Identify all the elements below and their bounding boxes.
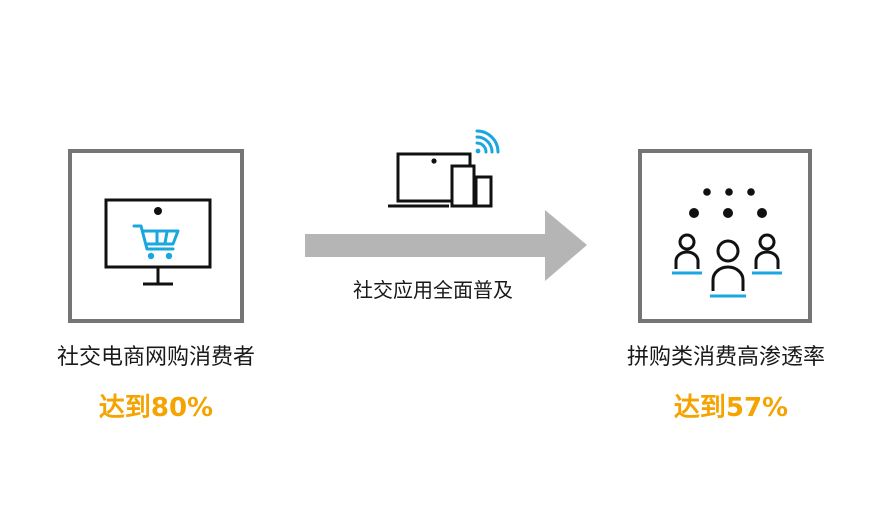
left-stat-value: 达到80%: [98, 393, 214, 423]
left-icon-frame: [68, 149, 244, 323]
right-stat-value: 达到57%: [673, 393, 789, 423]
left-description: 社交电商网购消费者: [56, 345, 255, 370]
devices-wifi-icon: [388, 129, 500, 208]
group-people-icon: [672, 188, 782, 298]
monitor-shopping-cart-icon: [104, 198, 212, 286]
arrow-label: 社交应用全面普及: [353, 278, 513, 302]
right-arrow-icon: [305, 210, 587, 281]
right-icon-frame: [638, 149, 812, 323]
right-description: 拼购类消费高渗透率: [626, 345, 825, 370]
